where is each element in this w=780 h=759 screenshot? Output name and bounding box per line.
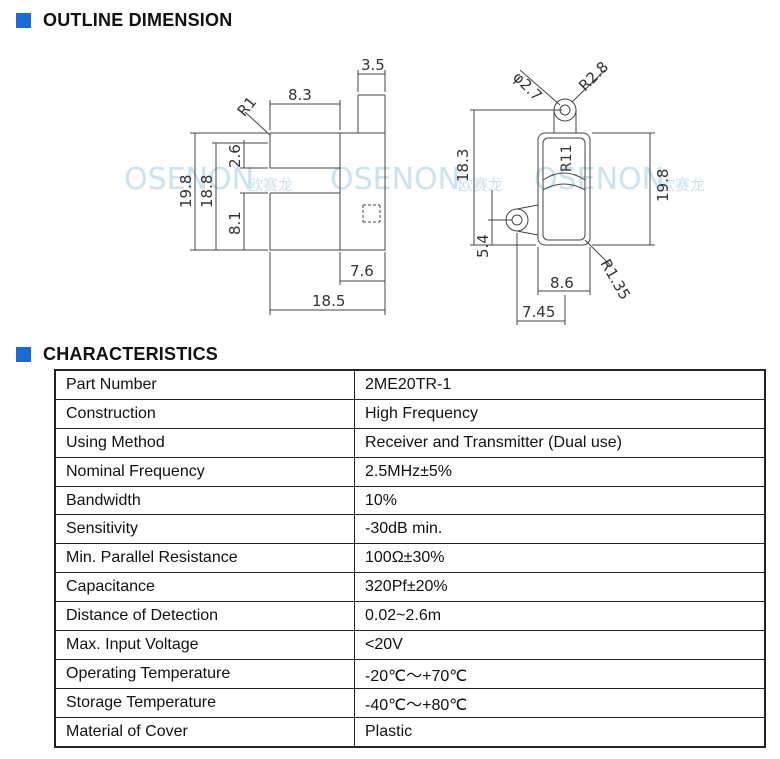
- dim-overall-width: 18.5: [312, 292, 345, 310]
- spec-value: 320Pf±20%: [354, 572, 766, 603]
- dim-body-width: 8.6: [550, 274, 574, 292]
- dim-corner-radius-right: R1.35: [597, 256, 635, 303]
- dim-corner-radius: R1: [234, 93, 261, 120]
- dim-face-radius: R11: [559, 144, 575, 172]
- spec-value: 100Ω±30%: [354, 543, 766, 574]
- spec-label: Part Number: [54, 369, 355, 400]
- right-front-view: [470, 69, 655, 325]
- dim-ear-width: 7.45: [522, 303, 555, 321]
- dim-slot-gap: 2.6: [226, 144, 244, 168]
- spec-label: Nominal Frequency: [54, 456, 355, 487]
- dim-ear-offset: 5.4: [474, 234, 492, 258]
- outline-section-header: OUTLINE DIMENSION: [16, 10, 232, 31]
- watermark-cn-left: 欧赛龙: [248, 176, 293, 194]
- dim-hole-dia: φ2.7: [509, 68, 546, 105]
- spec-value: High Frequency: [354, 398, 766, 429]
- watermark-brand-mid: OSENON: [330, 162, 460, 197]
- spec-value: Plastic: [354, 716, 766, 748]
- spec-label: Material of Cover: [54, 716, 355, 748]
- watermark: OSENON 欧赛龙 OSENON 欧赛龙 OSENON 欧赛龙: [124, 162, 705, 197]
- dim-step-width: 7.6: [350, 262, 374, 280]
- dim-total-height: 19.8: [177, 175, 195, 208]
- table-row: Operating Temperature-20℃～+70℃: [54, 658, 766, 689]
- characteristics-section-header: CHARACTERISTICS: [16, 344, 218, 365]
- table-row: Sensitivity-30dB min.: [54, 514, 766, 545]
- dim-slot-width: 8.3: [288, 86, 312, 104]
- dim-hole-radius: R2.8: [575, 58, 612, 95]
- spec-label: Capacitance: [54, 572, 355, 603]
- table-row: Storage Temperature-40℃～+80℃: [54, 687, 766, 718]
- table-row: Max. Input Voltage<20V: [54, 630, 766, 660]
- spec-value: -40℃～+80℃: [354, 687, 766, 718]
- spec-value: <20V: [354, 630, 766, 660]
- spec-label: Bandwidth: [54, 485, 355, 516]
- dim-lower-height: 8.1: [226, 211, 244, 235]
- spec-value: 2ME20TR-1: [354, 369, 766, 400]
- spec-label: Sensitivity: [54, 514, 355, 545]
- spec-label: Max. Input Voltage: [54, 630, 355, 660]
- spec-label: Distance of Detection: [54, 601, 355, 632]
- dim-top-width: 3.5: [361, 56, 385, 74]
- spec-value: 0.02~2.6m: [354, 601, 766, 632]
- dim-inner-height: 18.8: [198, 175, 216, 208]
- watermark-brand-left: OSENON: [124, 162, 254, 197]
- spec-value: 10%: [354, 485, 766, 516]
- spec-label: Construction: [54, 398, 355, 429]
- spec-value: Receiver and Transmitter (Dual use): [354, 427, 766, 458]
- dim-height-right: 19.8: [654, 169, 672, 202]
- spec-label: Min. Parallel Resistance: [54, 543, 355, 574]
- spec-label: Using Method: [54, 427, 355, 458]
- spec-label: Storage Temperature: [54, 687, 355, 718]
- section-square-icon: [16, 13, 31, 28]
- section-square-icon: [16, 347, 31, 362]
- spec-label: Operating Temperature: [54, 658, 355, 689]
- watermark-cn-right: 欧赛龙: [660, 176, 705, 194]
- outline-drawing: OSENON 欧赛龙 OSENON 欧赛龙 OSENON 欧赛龙: [124, 56, 705, 325]
- outline-title: OUTLINE DIMENSION: [43, 10, 233, 30]
- dim-height-left: 18.3: [454, 149, 472, 182]
- watermark-cn-mid: 欧赛龙: [458, 176, 503, 194]
- watermark-brand-right: OSENON: [534, 162, 664, 197]
- left-side-view: [190, 70, 386, 315]
- spec-value: 2.5MHz±5%: [354, 456, 766, 487]
- characteristics-title: CHARACTERISTICS: [43, 344, 219, 364]
- spec-value: -20℃～+70℃: [354, 658, 766, 689]
- spec-value: -30dB min.: [354, 514, 766, 545]
